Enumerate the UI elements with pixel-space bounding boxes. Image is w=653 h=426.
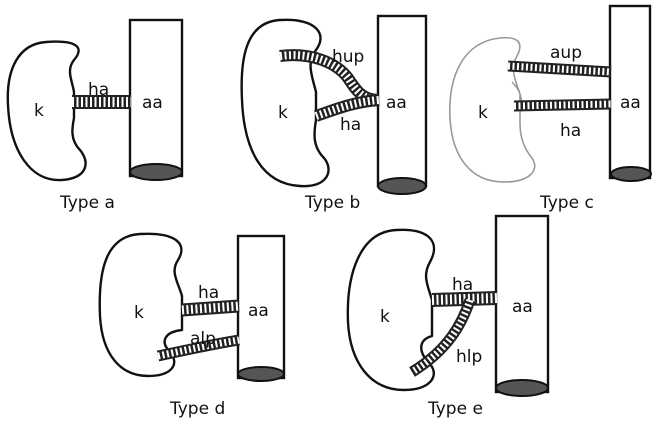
label-kidney-e: k bbox=[380, 307, 390, 327]
aorta-end-b bbox=[378, 178, 426, 194]
label-hilar-b: ha bbox=[340, 115, 361, 135]
label-hilar-c: ha bbox=[560, 121, 581, 141]
label-upper-c: aup bbox=[550, 43, 582, 63]
label-lower-d: alp bbox=[190, 329, 216, 349]
hilar-artery-c bbox=[514, 104, 611, 106]
label-upper-b: hup bbox=[332, 47, 364, 67]
caption-type-d: Type d bbox=[169, 399, 225, 419]
hilar-artery-b bbox=[316, 100, 379, 116]
caption-type-c: Type c bbox=[539, 193, 594, 213]
label-hilar-e: ha bbox=[452, 275, 473, 295]
label-kidney-b: k bbox=[278, 103, 288, 123]
kidney-a bbox=[8, 42, 86, 180]
aorta-end-a bbox=[130, 164, 182, 180]
label-hilar-a: ha bbox=[88, 80, 109, 100]
label-aorta-c: aa bbox=[620, 93, 641, 113]
label-kidney-a: k bbox=[34, 101, 44, 121]
label-aorta-b: aa bbox=[386, 93, 407, 113]
label-lower-e: hlp bbox=[456, 347, 482, 367]
panel-type-b: k hup ha aa Type b bbox=[242, 16, 426, 213]
aorta-c bbox=[610, 6, 650, 178]
panel-type-a: k ha aa Type a bbox=[8, 20, 182, 213]
label-kidney-c: k bbox=[478, 103, 488, 123]
aorta-end-e bbox=[496, 380, 548, 396]
caption-type-e: Type e bbox=[427, 399, 483, 419]
label-aorta-a: aa bbox=[142, 93, 163, 113]
hilar-artery-d bbox=[182, 306, 239, 310]
panel-type-d: k ha alp aa Type d bbox=[100, 234, 284, 419]
label-hilar-d: ha bbox=[198, 283, 219, 303]
upper-accessory-artery-c bbox=[508, 66, 611, 72]
caption-type-a: Type a bbox=[59, 193, 115, 213]
caption-type-b: Type b bbox=[304, 193, 360, 213]
aorta-end-c bbox=[611, 167, 651, 181]
label-aorta-e: aa bbox=[512, 297, 533, 317]
panel-type-e: k ha hlp aa Type e bbox=[348, 216, 548, 419]
label-aorta-d: aa bbox=[248, 301, 269, 321]
label-kidney-d: k bbox=[134, 303, 144, 323]
aorta-end-d bbox=[238, 367, 284, 381]
panel-type-c: k aup ha aa Type c bbox=[450, 6, 651, 213]
